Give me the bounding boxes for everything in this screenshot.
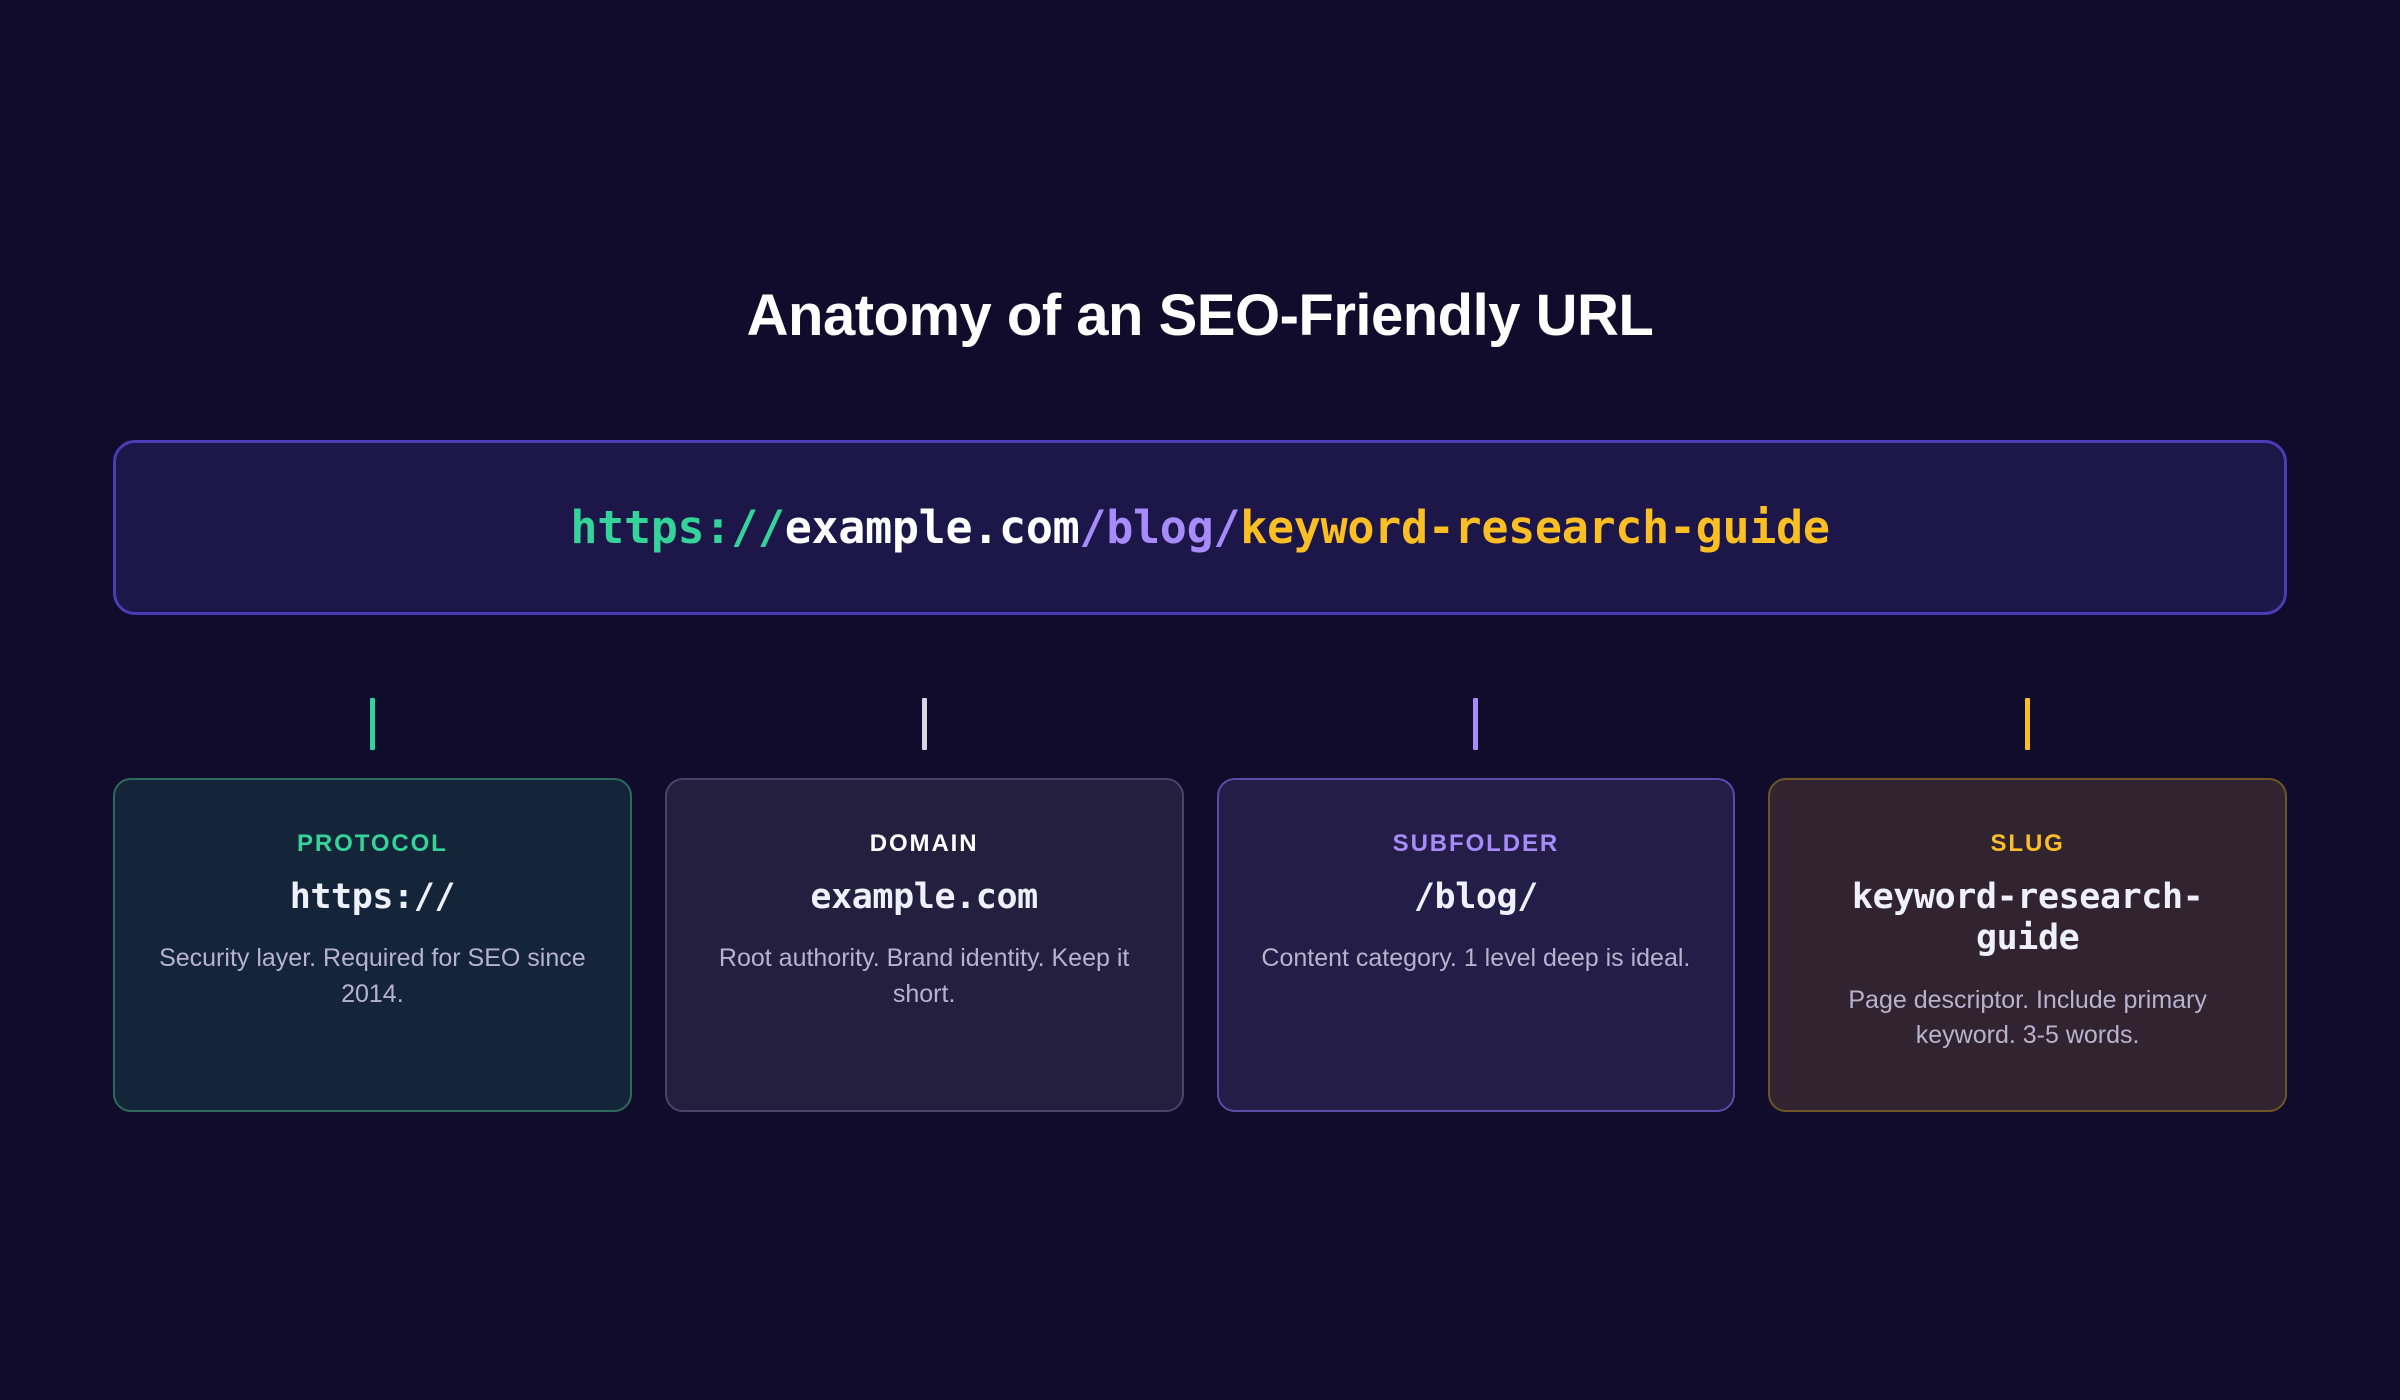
connector-line-domain <box>921 698 927 750</box>
connector-cell-slug <box>1768 698 2287 750</box>
card-description-protocol: Security layer. Required for SEO since 2… <box>159 944 586 1008</box>
url-segment-protocol: https:// <box>570 501 785 554</box>
url-segment-slug: keyword-research-guide <box>1240 501 1830 554</box>
card-value-slug: keyword-research-guide <box>1851 877 2204 959</box>
url-part-card-row: PROTOCOL https:// Security layer. Requir… <box>113 778 2287 1112</box>
card-subfolder: SUBFOLDER /blog/ Content category. 1 lev… <box>1216 778 1736 1112</box>
card-protocol: PROTOCOL https:// Security layer. Requir… <box>113 778 632 1112</box>
url-display-bar: https://example.com/blog/keyword-researc… <box>113 440 2287 615</box>
card-description-subfolder: Content category. 1 level deep is ideal. <box>1261 944 1691 973</box>
card-value-domain: example.com <box>810 877 1038 917</box>
card-slug: SLUG keyword-research-guide Page descrip… <box>1768 778 2287 1112</box>
url-string: https://example.com/blog/keyword-researc… <box>570 505 1830 550</box>
card-label-slug: SLUG <box>1990 830 2065 857</box>
card-label-domain: DOMAIN <box>869 830 979 857</box>
page-title: Anatomy of an SEO-Friendly URL <box>746 283 1654 348</box>
connector-cell-protocol <box>113 698 632 750</box>
connector-line-protocol <box>369 698 375 750</box>
card-value-protocol: https:// <box>289 877 456 917</box>
card-description-domain: Root authority. Brand identity. Keep it … <box>718 944 1130 1008</box>
card-label-protocol: PROTOCOL <box>296 830 448 857</box>
connector-cell-subfolder <box>1217 698 1736 750</box>
url-segment-subfolder: /blog/ <box>1079 501 1241 554</box>
card-label-subfolder: SUBFOLDER <box>1392 830 1560 857</box>
card-value-subfolder: /blog/ <box>1413 877 1538 917</box>
card-domain: DOMAIN example.com Root authority. Brand… <box>664 778 1184 1112</box>
connector-line-subfolder <box>1473 698 1479 750</box>
connector-stem-row <box>113 698 2287 750</box>
url-segment-domain: example.com <box>784 501 1080 554</box>
connector-line-slug <box>2025 698 2031 750</box>
card-description-slug: Page descriptor. Include primary keyword… <box>1848 985 2207 1050</box>
connector-cell-domain <box>665 698 1184 750</box>
